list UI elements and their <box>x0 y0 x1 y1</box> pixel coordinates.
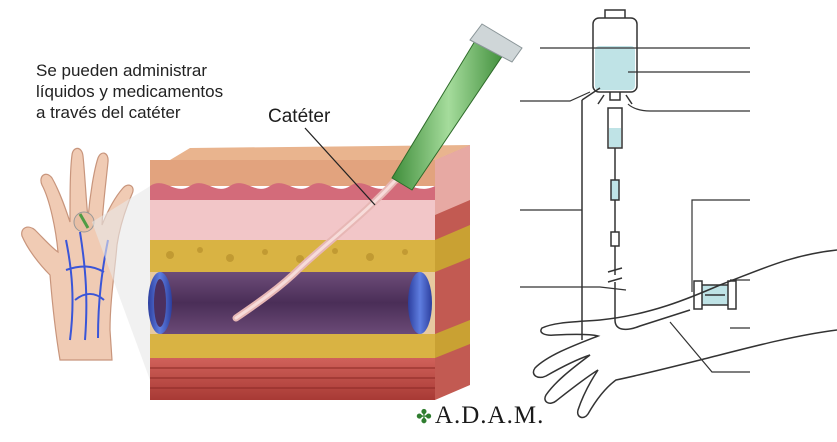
caption-line-2: líquidos y medicamentos <box>36 82 224 101</box>
caption-line-3: a través del catéter <box>36 103 181 122</box>
iv-setup-diagram <box>532 9 837 419</box>
catheter-label: Catéter <box>268 106 331 127</box>
caption-line-1: Se pueden administrar <box>36 61 208 80</box>
zoom-connector <box>92 180 160 380</box>
adam-logo: ✤A.D.A.M. <box>416 402 544 430</box>
leaf-icon: ✤ <box>416 407 433 428</box>
catheter-leader-line <box>304 127 376 206</box>
logo-text: A.D.A.M. <box>434 402 545 429</box>
skin-cross-section <box>148 145 470 400</box>
hand-illustration <box>21 147 134 361</box>
caption-text: Se pueden administrar líquidos y medicam… <box>36 60 286 123</box>
diagram-leader-lines <box>520 47 750 373</box>
